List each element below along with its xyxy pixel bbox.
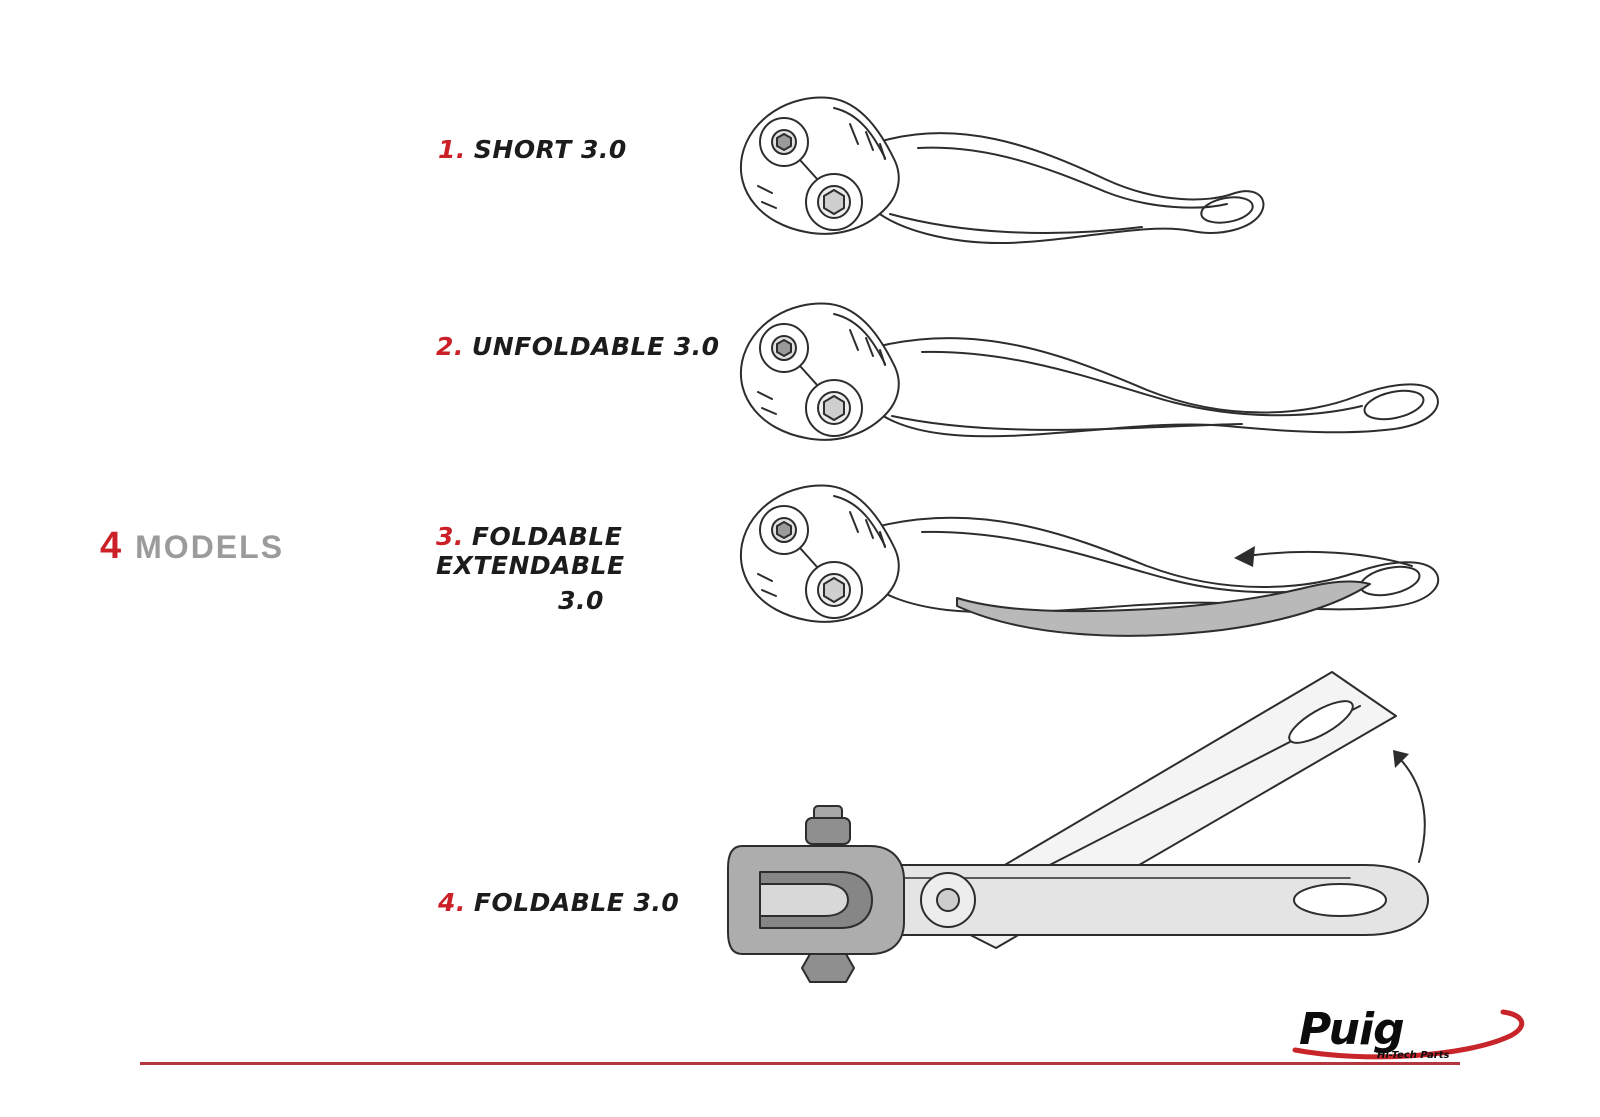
- lever-unfoldable-illustration: [739, 302, 1439, 441]
- model-number: 4.: [438, 888, 466, 917]
- model-name-line2: 3.0: [558, 586, 604, 615]
- extend-arrow-icon: [1234, 546, 1413, 567]
- logo-brand-text: Puig: [1299, 1004, 1404, 1055]
- model-number: 3.: [436, 522, 464, 551]
- fold-arrow-icon: [1393, 750, 1426, 863]
- puig-logo: Puig Hi-Tech Parts: [1292, 1004, 1524, 1061]
- model-name: UNFOLDABLE 3.0: [471, 332, 720, 361]
- model-name: FOLDABLE 3.0: [473, 888, 680, 917]
- model-label-short: 1.SHORT 3.0: [438, 135, 627, 164]
- model-label-unfoldable: 2.UNFOLDABLE 3.0: [436, 332, 720, 361]
- model-label-foldable: 4.FOLDABLE 3.0: [438, 888, 679, 917]
- model-label-foldable-extendable: 3.FOLDABLE EXTENDABLE 3.0: [436, 522, 726, 615]
- model-name: FOLDABLE EXTENDABLE: [436, 522, 625, 580]
- extender-blade: [956, 580, 1371, 637]
- models-heading: 4 MODELS: [100, 525, 284, 568]
- models-count: 4: [100, 525, 122, 567]
- model-name: SHORT 3.0: [473, 135, 627, 164]
- lever-foldable-illustration: [727, 671, 1429, 983]
- logo-tagline-text: Hi-Tech Parts: [1377, 1050, 1449, 1061]
- lever-short-illustration: [739, 96, 1265, 245]
- models-label: MODELS: [135, 529, 285, 565]
- logo-swoosh: [1292, 1009, 1524, 1060]
- model-number: 2.: [436, 332, 464, 361]
- bottom-rule: [140, 1062, 1460, 1065]
- lever-foldable-extendable-illustration: [739, 484, 1440, 637]
- model-number: 1.: [438, 135, 466, 164]
